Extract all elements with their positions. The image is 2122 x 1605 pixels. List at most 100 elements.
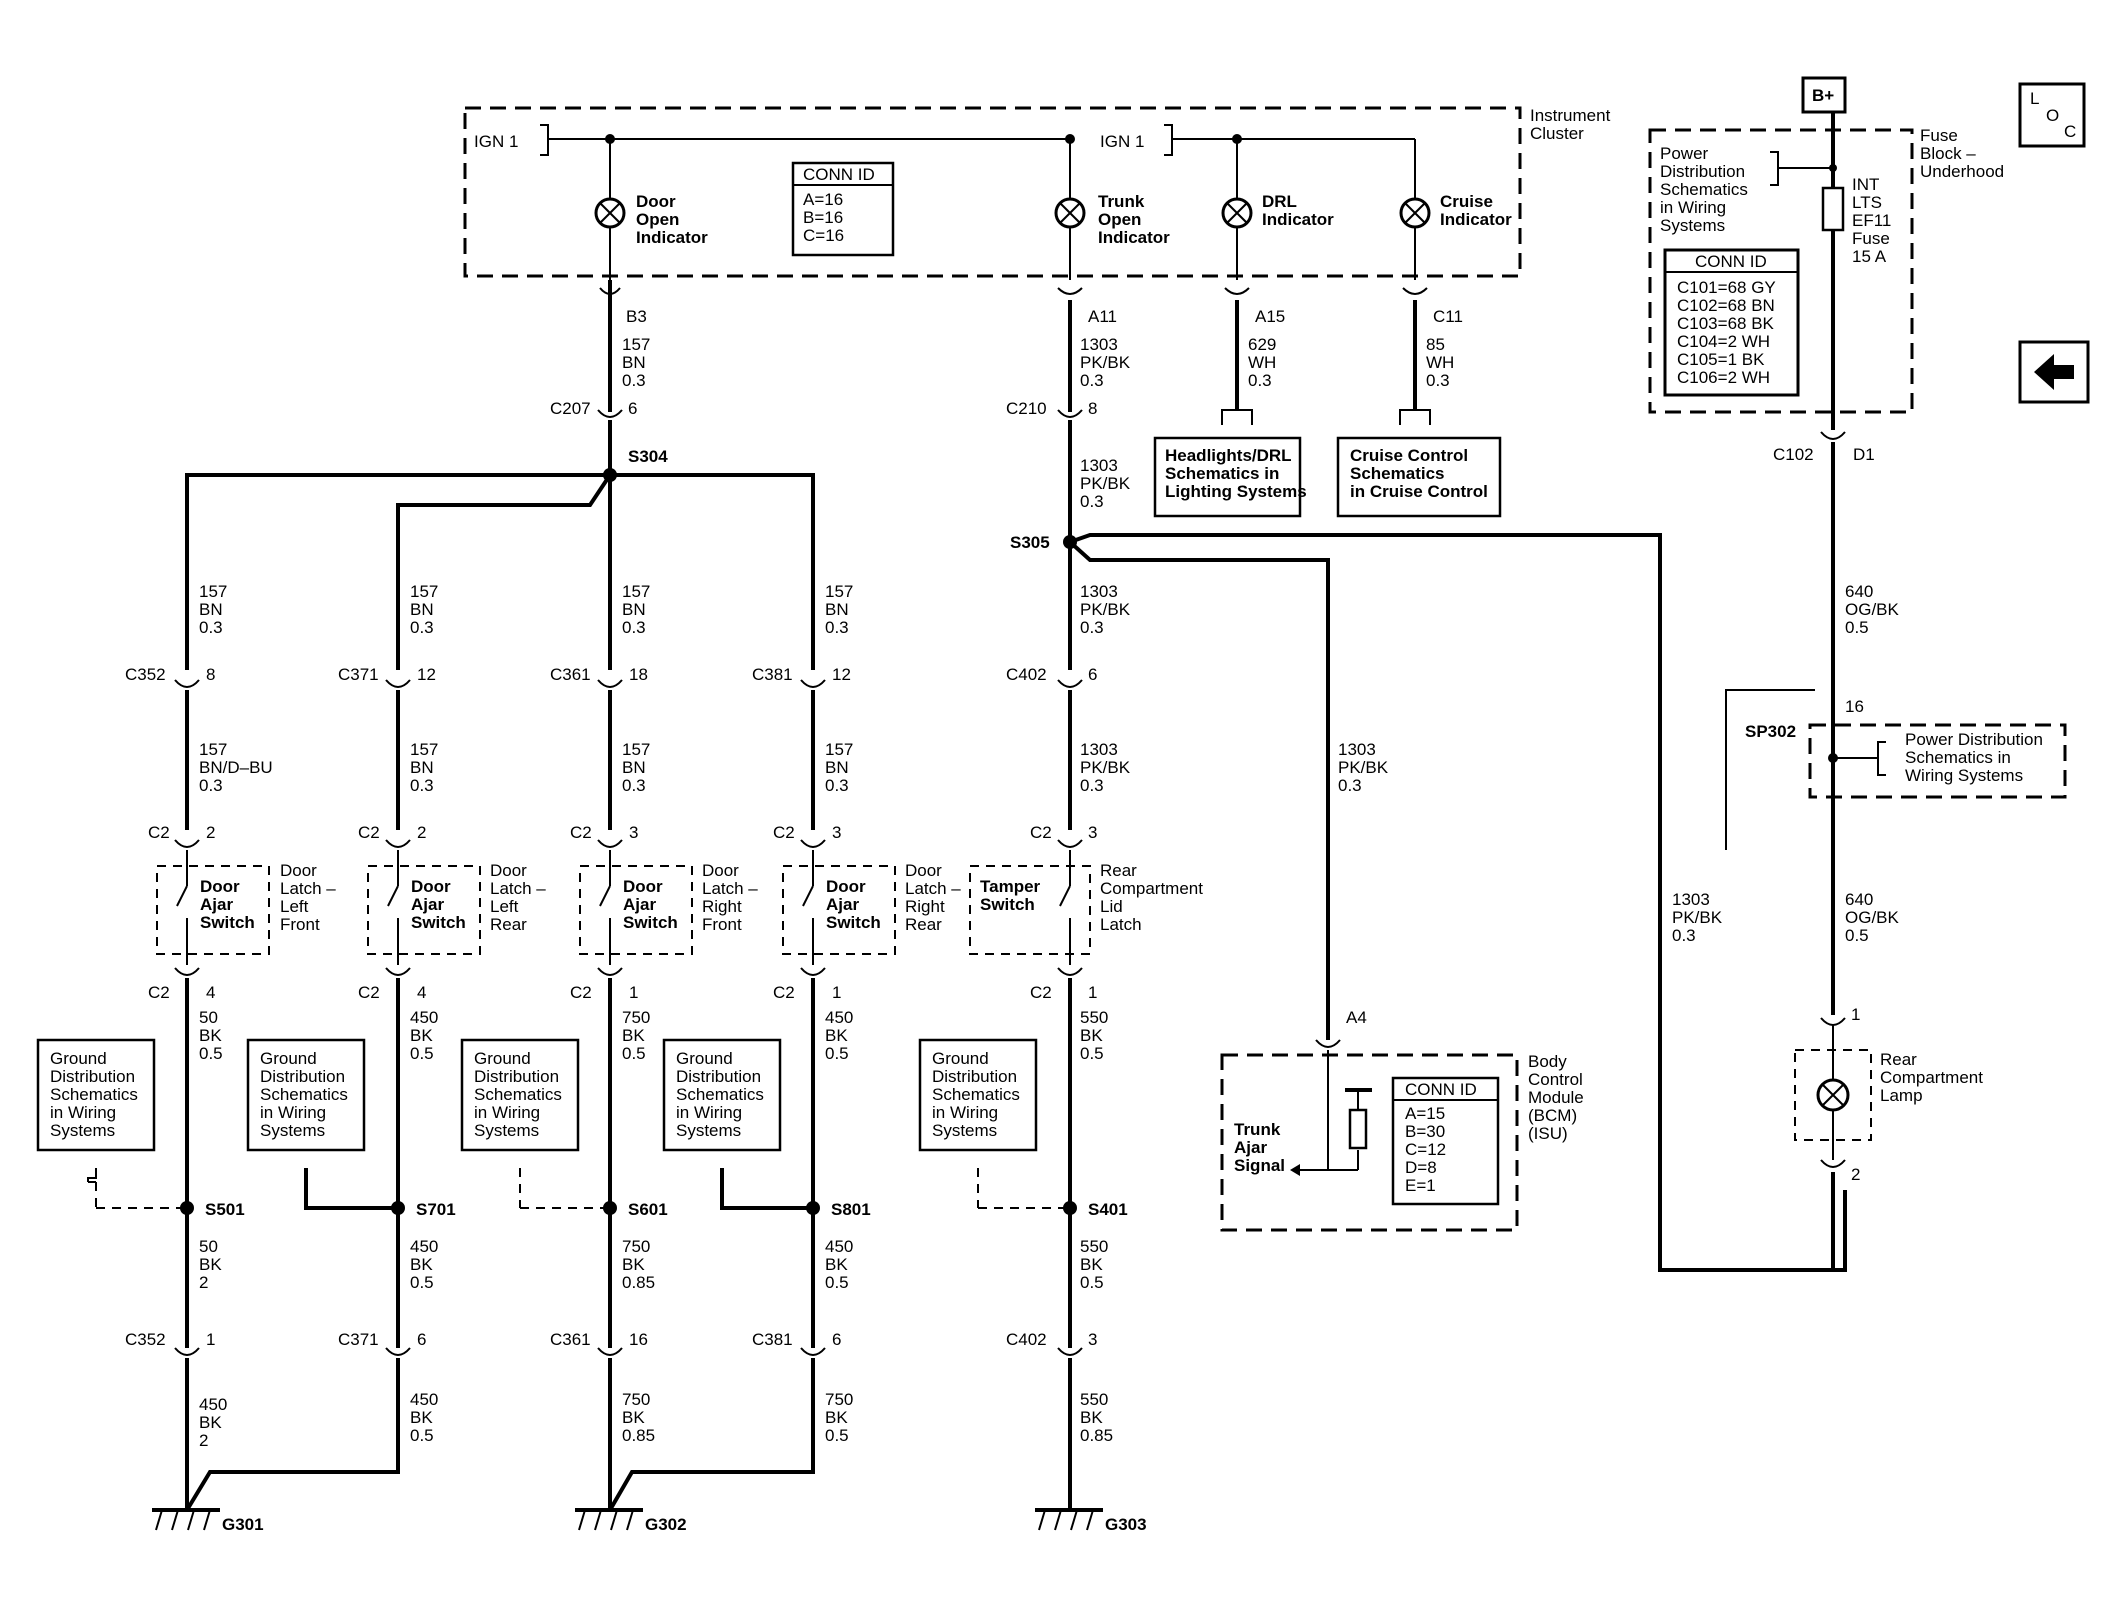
svg-text:12: 12 xyxy=(417,665,436,684)
fuse-block-conn-id-table: CONN ID C101=68 GY C102=68 BN C103=68 BK… xyxy=(1663,248,1800,397)
splice-s304-label: S304 xyxy=(628,447,668,466)
svg-text:C381: C381 xyxy=(752,665,793,684)
wire-s305-to-bcm xyxy=(1068,540,1330,1040)
connector-c210-label: C210 xyxy=(1006,399,1047,418)
splice-s701 xyxy=(391,1201,405,1215)
svg-text:C: C xyxy=(2064,122,2076,141)
svg-text:C352: C352 xyxy=(125,1330,166,1349)
connector-c11-symbol xyxy=(1402,287,1428,295)
battery-power-box xyxy=(1801,76,1847,114)
svg-text:1: 1 xyxy=(206,1330,215,1349)
svg-text:G301: G301 xyxy=(222,1515,264,1534)
connector-b3-symbol xyxy=(599,287,621,295)
svg-text:L: L xyxy=(2030,89,2039,108)
svg-text:4: 4 xyxy=(417,983,426,1002)
svg-text:C381: C381 xyxy=(752,1330,793,1349)
connector-a11-symbol xyxy=(1057,287,1083,295)
svg-text:A=16: A=16 xyxy=(803,190,843,209)
connector-lamp-pin-2: 2 xyxy=(1851,1165,1860,1184)
svg-text:C=12: C=12 xyxy=(1405,1140,1446,1159)
bcm-signal-line xyxy=(1300,1090,1329,1171)
svg-text:2: 2 xyxy=(206,823,215,842)
connector-a11-label: A11 xyxy=(1088,307,1117,326)
connector-c2-lf-bottom: C2 4 xyxy=(148,967,215,1002)
svg-text:1: 1 xyxy=(629,983,638,1002)
svg-text:4: 4 xyxy=(206,983,215,1002)
svg-text:16: 16 xyxy=(629,1330,648,1349)
svg-text:O: O xyxy=(2046,106,2059,125)
bcm-signal-arrow xyxy=(1290,1164,1300,1176)
svg-text:CONN ID: CONN ID xyxy=(803,165,875,184)
svg-text:C2: C2 xyxy=(148,823,170,842)
svg-text:G303: G303 xyxy=(1105,1515,1147,1534)
connector-lamp-pin-1-symbol xyxy=(1820,1017,1846,1026)
wire-450-bk-c371-g301 xyxy=(185,1358,400,1512)
svg-text:C=16: C=16 xyxy=(803,226,844,245)
connector-c207-pin: 6 xyxy=(628,399,637,418)
connector-c102-label: C102 xyxy=(1773,445,1814,464)
splice-s701-label: S701 xyxy=(416,1200,456,1219)
connector-c11-label: C11 xyxy=(1433,307,1463,326)
svg-text:18: 18 xyxy=(629,665,648,684)
connector-a15-symbol xyxy=(1224,287,1250,295)
splice-s801 xyxy=(806,1201,820,1215)
connector-c207-label: C207 xyxy=(550,399,591,418)
splice-s305-label: S305 xyxy=(1010,533,1050,552)
splice-s801-label: S801 xyxy=(831,1200,871,1219)
svg-text:8: 8 xyxy=(206,665,215,684)
ign-right-label: IGN 1 xyxy=(1100,132,1144,151)
cruise-indicator xyxy=(1399,139,1431,280)
instrument-cluster-boundary xyxy=(463,106,1522,278)
bcm-pullup-resistor xyxy=(1348,1108,1368,1150)
svg-text:6: 6 xyxy=(417,1330,426,1349)
svg-text:B=30: B=30 xyxy=(1405,1122,1445,1141)
svg-text:C361: C361 xyxy=(550,665,591,684)
back-arrow-icon[interactable] xyxy=(2018,340,2090,404)
svg-text:C371: C371 xyxy=(338,665,379,684)
connector-c102-symbol xyxy=(1820,431,1846,440)
splice-s501 xyxy=(180,1201,194,1215)
sp302-pin-label: 16 xyxy=(1845,697,1864,716)
sp302-boundary xyxy=(1808,723,2067,799)
svg-text:C371: C371 xyxy=(338,1330,379,1349)
svg-text:3: 3 xyxy=(629,823,638,842)
svg-text:C2: C2 xyxy=(148,983,170,1002)
svg-text:6: 6 xyxy=(1088,665,1097,684)
